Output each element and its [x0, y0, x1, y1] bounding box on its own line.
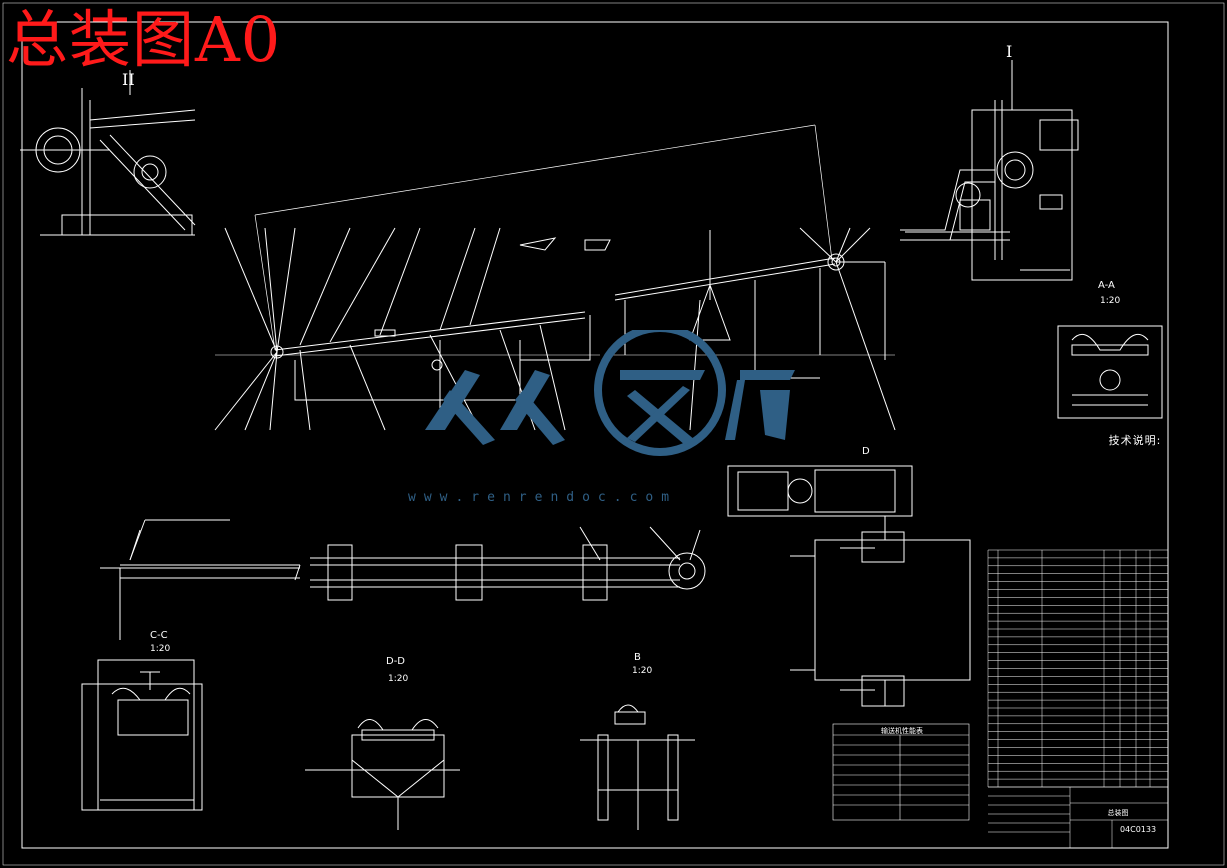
- view-label-d: D: [862, 446, 870, 457]
- technical-notes-heading: 技术说明:: [1108, 434, 1162, 447]
- parts-list-lines: [987, 549, 1169, 849]
- spec-table-title: 输送机性能表: [881, 727, 923, 735]
- section-label-cc: C-C: [150, 630, 168, 641]
- technical-notes: 技术说明:: [1060, 434, 1210, 459]
- section-label-dd: D-D: [386, 656, 406, 667]
- view-label-ii: II: [122, 70, 135, 89]
- section-d-d: [305, 719, 460, 830]
- main-elevation-left: [214, 124, 833, 431]
- view-label-i: I: [1006, 42, 1013, 61]
- drawing-border: [21, 21, 1169, 849]
- main-elevation-right: [605, 227, 896, 431]
- drive-view-d: [727, 465, 971, 707]
- watermark-url: www.renrendoc.com: [408, 490, 678, 505]
- drawing-number: 04C0133: [1119, 825, 1157, 834]
- scale-label-aa: 1:20: [1100, 296, 1121, 306]
- section-label-b: B: [634, 652, 641, 663]
- drawing-title: 总装图A0: [6, 3, 282, 76]
- section-b: [580, 704, 695, 830]
- scale-label-cc: 1:20: [150, 644, 171, 654]
- section-c-c: [81, 659, 203, 811]
- spec-table-lines: [832, 723, 970, 821]
- section-a-a: [1057, 325, 1163, 419]
- section-label-aa: A-A: [1098, 280, 1115, 291]
- detail-view-ii: [20, 70, 196, 236]
- scale-label-dd: 1:20: [388, 674, 409, 684]
- drawing-name: 总装图: [1107, 809, 1129, 817]
- scale-label-b: 1:20: [632, 666, 653, 676]
- plan-view: [100, 519, 706, 640]
- detail-view-i: [900, 60, 1079, 281]
